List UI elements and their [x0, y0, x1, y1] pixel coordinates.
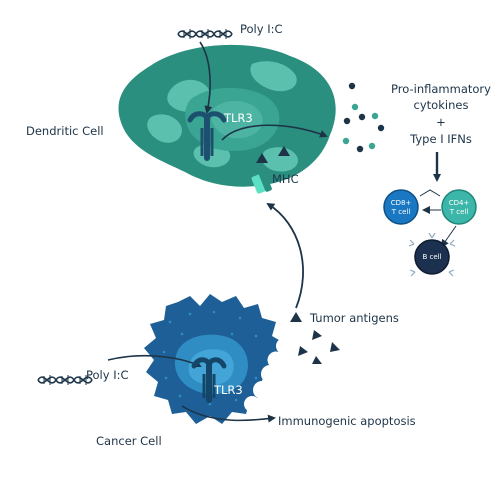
cytokines-label-line2: cytokines [413, 98, 469, 112]
t-cell-activation-arrow [419, 189, 441, 197]
cytokine-dots [342, 82, 385, 153]
poly-ic-bottom-label: Poly I:C [86, 368, 129, 382]
cd4-label-line2: T cell [449, 208, 469, 216]
cd8-label-line2: T cell [391, 208, 411, 216]
cd4-to-bcell-arrow [440, 225, 457, 248]
signal-arrow [221, 124, 328, 141]
antigen-triangle [256, 153, 268, 163]
antigen-presentation-arrow [266, 202, 304, 309]
poly-ic-top-label: Poly I:C [240, 22, 283, 36]
tlr3-top-label: TLR3 [224, 111, 253, 125]
organelle [147, 114, 182, 143]
tlr3-receptor-icon [187, 111, 227, 161]
cytokines-label-line1: Pro-inflammatory [391, 82, 491, 96]
poly-ic-dna-icon [37, 375, 93, 385]
tlr3-bottom-label: TLR3 [214, 383, 243, 397]
dendritic-cell-label: Dendritic Cell [26, 124, 104, 138]
nucleus-inner [211, 101, 263, 139]
b-cell [408, 232, 456, 277]
cd4-t-cell [441, 189, 477, 225]
b-cell-label: B cell [422, 253, 442, 261]
poly-ic-dna-icon [177, 29, 233, 39]
apoptotic-bodies [244, 338, 292, 412]
plus-label: + [436, 115, 446, 129]
cd8-t-cell [383, 189, 419, 225]
tlr3-receptor-icon [191, 357, 227, 403]
mhc-label: MHC [272, 172, 299, 186]
tumor-antigen-triangles [290, 312, 340, 364]
apoptosis-signal-arrow [181, 405, 276, 423]
cancer-cell-label: Cancer Cell [96, 434, 162, 448]
immunogenic-apoptosis-label: Immunogenic apoptosis [278, 414, 416, 428]
mhc-molecule [251, 171, 272, 194]
cd8-label-line1: CD8+ [390, 199, 412, 207]
ifns-label: Type I IFNs [410, 132, 472, 146]
antigen-triangle [278, 146, 290, 156]
organelle [261, 147, 298, 172]
tumor-antigens-label: Tumor antigens [310, 311, 399, 325]
poly-ic-entry-arrow [199, 41, 213, 114]
organelle [250, 61, 297, 92]
cd4-label-line1: CD4+ [448, 199, 470, 207]
